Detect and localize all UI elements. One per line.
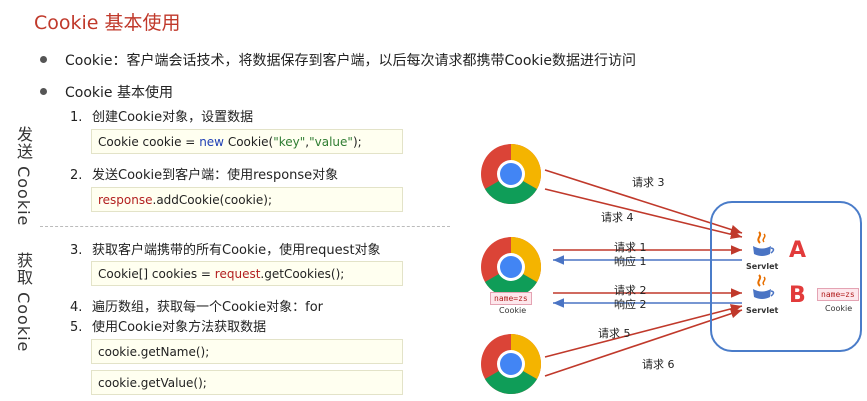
bullet-text: Cookie：客户端会话技术，将数据保存到客户端，以后每次请求都携带Cookie… (65, 53, 637, 69)
step-text: 遍历数组，获取每一个Cookie对象：for (92, 300, 323, 315)
bullet-dot (40, 55, 47, 63)
label-request-3: 请求 3 (632, 176, 665, 189)
code-add-cookie: response.addCookie(cookie); (91, 187, 403, 212)
server-a-label: A (789, 238, 807, 263)
step-number: 1. (70, 110, 83, 125)
step-5: 5. 使用Cookie对象方法获取数据 (70, 316, 266, 335)
bullet-dot (40, 87, 47, 95)
page-title: Cookie 基本使用 (34, 12, 181, 34)
servlet-label: Servlet (746, 262, 779, 271)
step-number: 3. (70, 243, 83, 258)
code-object: response (98, 193, 153, 207)
step-1: 1. 创建Cookie对象，设置数据 (70, 106, 253, 125)
step-number: 5. (70, 320, 83, 335)
bullet-cookie-usage: Cookie 基本使用 (40, 82, 173, 102)
bullet-cookie-definition: Cookie：客户端会话技术，将数据保存到客户端，以后每次请求都携带Cookie… (40, 50, 636, 70)
code-get-cookies: Cookie[] cookies = request.getCookies(); (91, 261, 403, 286)
step-text: 使用Cookie对象方法获取数据 (92, 320, 267, 335)
step-text: 发送Cookie到客户端：使用response对象 (92, 168, 339, 183)
code-create-cookie: Cookie cookie = new Cookie("key","value"… (91, 129, 403, 154)
code-part: ); (352, 135, 362, 149)
arrow-request-4 (544, 188, 743, 240)
label-request-1: 请求 1 (614, 241, 647, 254)
chrome-browser-icon (481, 334, 542, 395)
arrow-request-5 (544, 304, 743, 358)
arrow-request-3 (544, 169, 743, 235)
label-response-2: 响应 2 (614, 298, 647, 311)
cookie-caption-server: Cookie (825, 304, 853, 313)
chrome-browser-icon (481, 237, 542, 298)
step-2: 2. 发送Cookie到客户端：使用response对象 (70, 164, 338, 183)
step-text: 获取客户端携带的所有Cookie，使用request对象 (92, 243, 381, 258)
chrome-browser-icon (481, 144, 542, 205)
code-part: , (305, 135, 310, 149)
arrow-request-6 (544, 309, 743, 377)
cookie-tag-client: name=zs (490, 292, 532, 305)
side-label-get-cookie: 获取 Cookie (14, 252, 33, 353)
side-label-send-cookie: 发送 Cookie (14, 126, 33, 227)
step-number: 4. (70, 300, 83, 315)
cookie-tag-server: name=zs (817, 288, 859, 301)
code-part: Cookie( (224, 135, 274, 149)
code-keyword: new (199, 135, 224, 149)
code-part: Cookie cookie = (98, 135, 200, 149)
label-request-6: 请求 6 (642, 358, 675, 371)
step-3: 3. 获取客户端携带的所有Cookie，使用request对象 (70, 239, 381, 258)
server-b-label: B (789, 283, 806, 308)
servlet-label: Servlet (746, 306, 779, 315)
label-request-4: 请求 4 (601, 211, 634, 224)
code-string: "value" (309, 135, 353, 149)
step-number: 2. (70, 168, 83, 183)
java-servlet-icon (753, 274, 775, 299)
step-4: 4. 遍历数组，获取每一个Cookie对象：for (70, 296, 323, 315)
code-get-name: cookie.getName(); (91, 339, 403, 364)
label-response-1: 响应 1 (614, 255, 647, 268)
bullet-text: Cookie 基本使用 (65, 85, 173, 101)
step-text: 创建Cookie对象，设置数据 (92, 110, 254, 125)
section-divider (40, 226, 450, 227)
code-part: .addCookie(cookie); (152, 193, 272, 207)
java-servlet-icon (753, 231, 775, 256)
server-container (710, 201, 862, 352)
code-string: "key" (273, 135, 306, 149)
code-get-value: cookie.getValue(); (91, 370, 403, 395)
cookie-caption-client: Cookie (499, 306, 527, 315)
code-object: request (214, 267, 261, 281)
code-part: Cookie[] cookies = (98, 267, 215, 281)
label-request-2: 请求 2 (614, 284, 647, 297)
code-part: .getCookies(); (260, 267, 345, 281)
label-request-5: 请求 5 (598, 327, 631, 340)
